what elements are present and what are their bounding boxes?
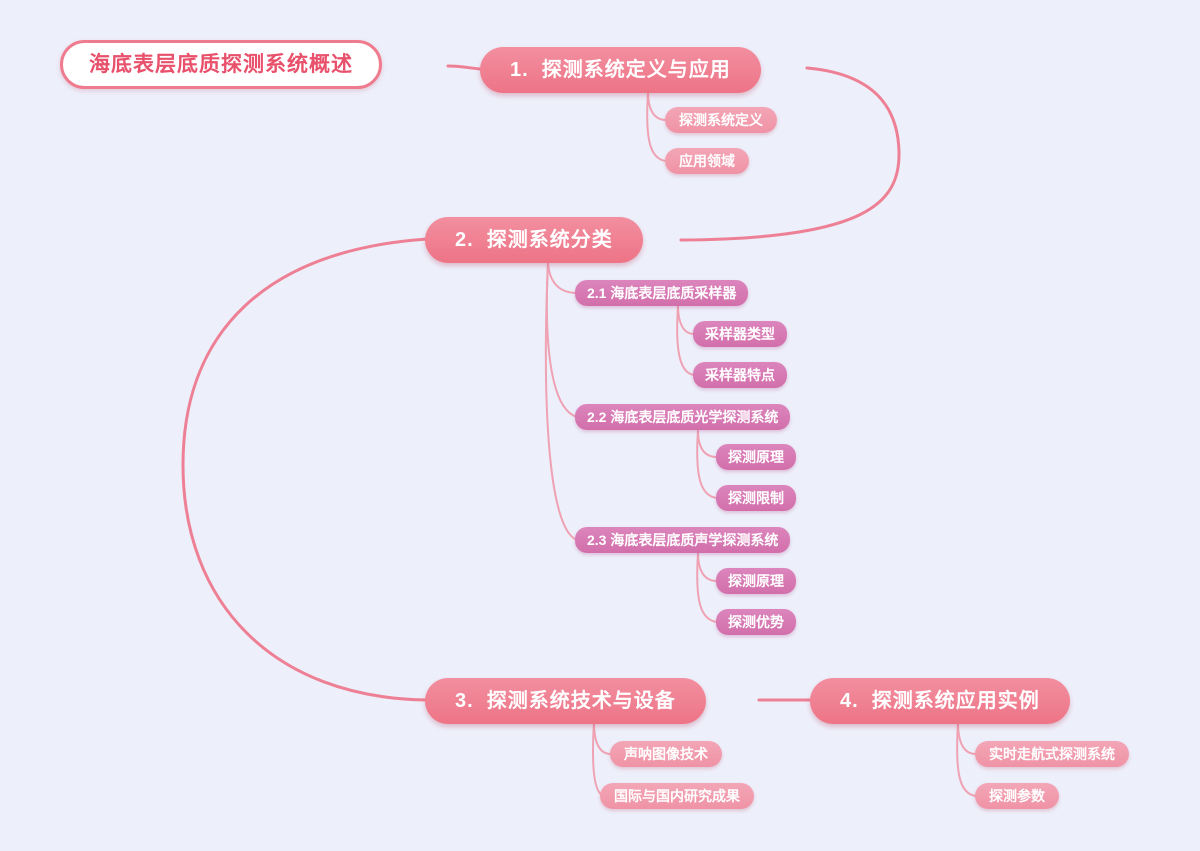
link-b21-c2 bbox=[676, 305, 695, 376]
branch-2-3-child-principle[interactable]: 探测原理 bbox=[716, 568, 796, 594]
link-b2-b21 bbox=[547, 261, 578, 294]
link-b3-c2 bbox=[592, 721, 605, 797]
link-b21-c1 bbox=[677, 305, 695, 335]
link-b1-c2 bbox=[646, 91, 667, 162]
link-b22-c2 bbox=[696, 429, 718, 499]
branch-1-child-applications[interactable]: 应用领域 bbox=[665, 148, 749, 174]
branch-4-node[interactable]: 4. 探测系统应用实例 bbox=[810, 678, 1070, 724]
link-b23-c2 bbox=[696, 552, 718, 623]
branch-2-2-child-limitations[interactable]: 探测限制 bbox=[716, 485, 796, 511]
branch-2-2-node[interactable]: 2.2 海底表层底质光学探测系统 bbox=[575, 404, 791, 430]
branch-2-3-child-advantages[interactable]: 探测优势 bbox=[716, 609, 796, 635]
link-b1-c1 bbox=[647, 91, 667, 121]
branch-1-child-definition[interactable]: 探测系统定义 bbox=[665, 107, 777, 133]
branch-2-3-node[interactable]: 2.3 海底表层底质声学探测系统 bbox=[575, 527, 791, 553]
link-b4-c1 bbox=[957, 721, 977, 755]
branch-2-1-node[interactable]: 2.1 海底表层底质采样器 bbox=[575, 280, 749, 306]
link-b4-c2 bbox=[956, 721, 977, 797]
link-b2-b23 bbox=[544, 261, 578, 541]
link-b2-b22 bbox=[545, 261, 578, 418]
branch-4-child-parameters[interactable]: 探测参数 bbox=[975, 783, 1059, 809]
branch-2-1-child-sampler-features[interactable]: 采样器特点 bbox=[693, 362, 787, 388]
branch-4-child-realtime-system[interactable]: 实时走航式探测系统 bbox=[975, 741, 1129, 767]
branch-2-node[interactable]: 2. 探测系统分类 bbox=[425, 217, 643, 263]
branch-3-child-sonar-imaging[interactable]: 声呐图像技术 bbox=[610, 741, 722, 767]
branch-3-node[interactable]: 3. 探测系统技术与设备 bbox=[425, 678, 706, 724]
branch-2-2-child-principle[interactable]: 探测原理 bbox=[716, 444, 796, 470]
link-b2-b3 bbox=[181, 237, 429, 702]
link-root-b1 bbox=[446, 64, 483, 71]
root-node[interactable]: 海底表层底质探测系统概述 bbox=[60, 40, 382, 89]
branch-1-node[interactable]: 1. 探测系统定义与应用 bbox=[480, 47, 761, 93]
branch-3-child-research-results[interactable]: 国际与国内研究成果 bbox=[600, 783, 754, 809]
link-b23-c1 bbox=[697, 552, 718, 582]
link-b3-c1 bbox=[593, 721, 612, 755]
link-b22-c1 bbox=[697, 429, 718, 458]
branch-2-1-child-sampler-types[interactable]: 采样器类型 bbox=[693, 321, 787, 347]
